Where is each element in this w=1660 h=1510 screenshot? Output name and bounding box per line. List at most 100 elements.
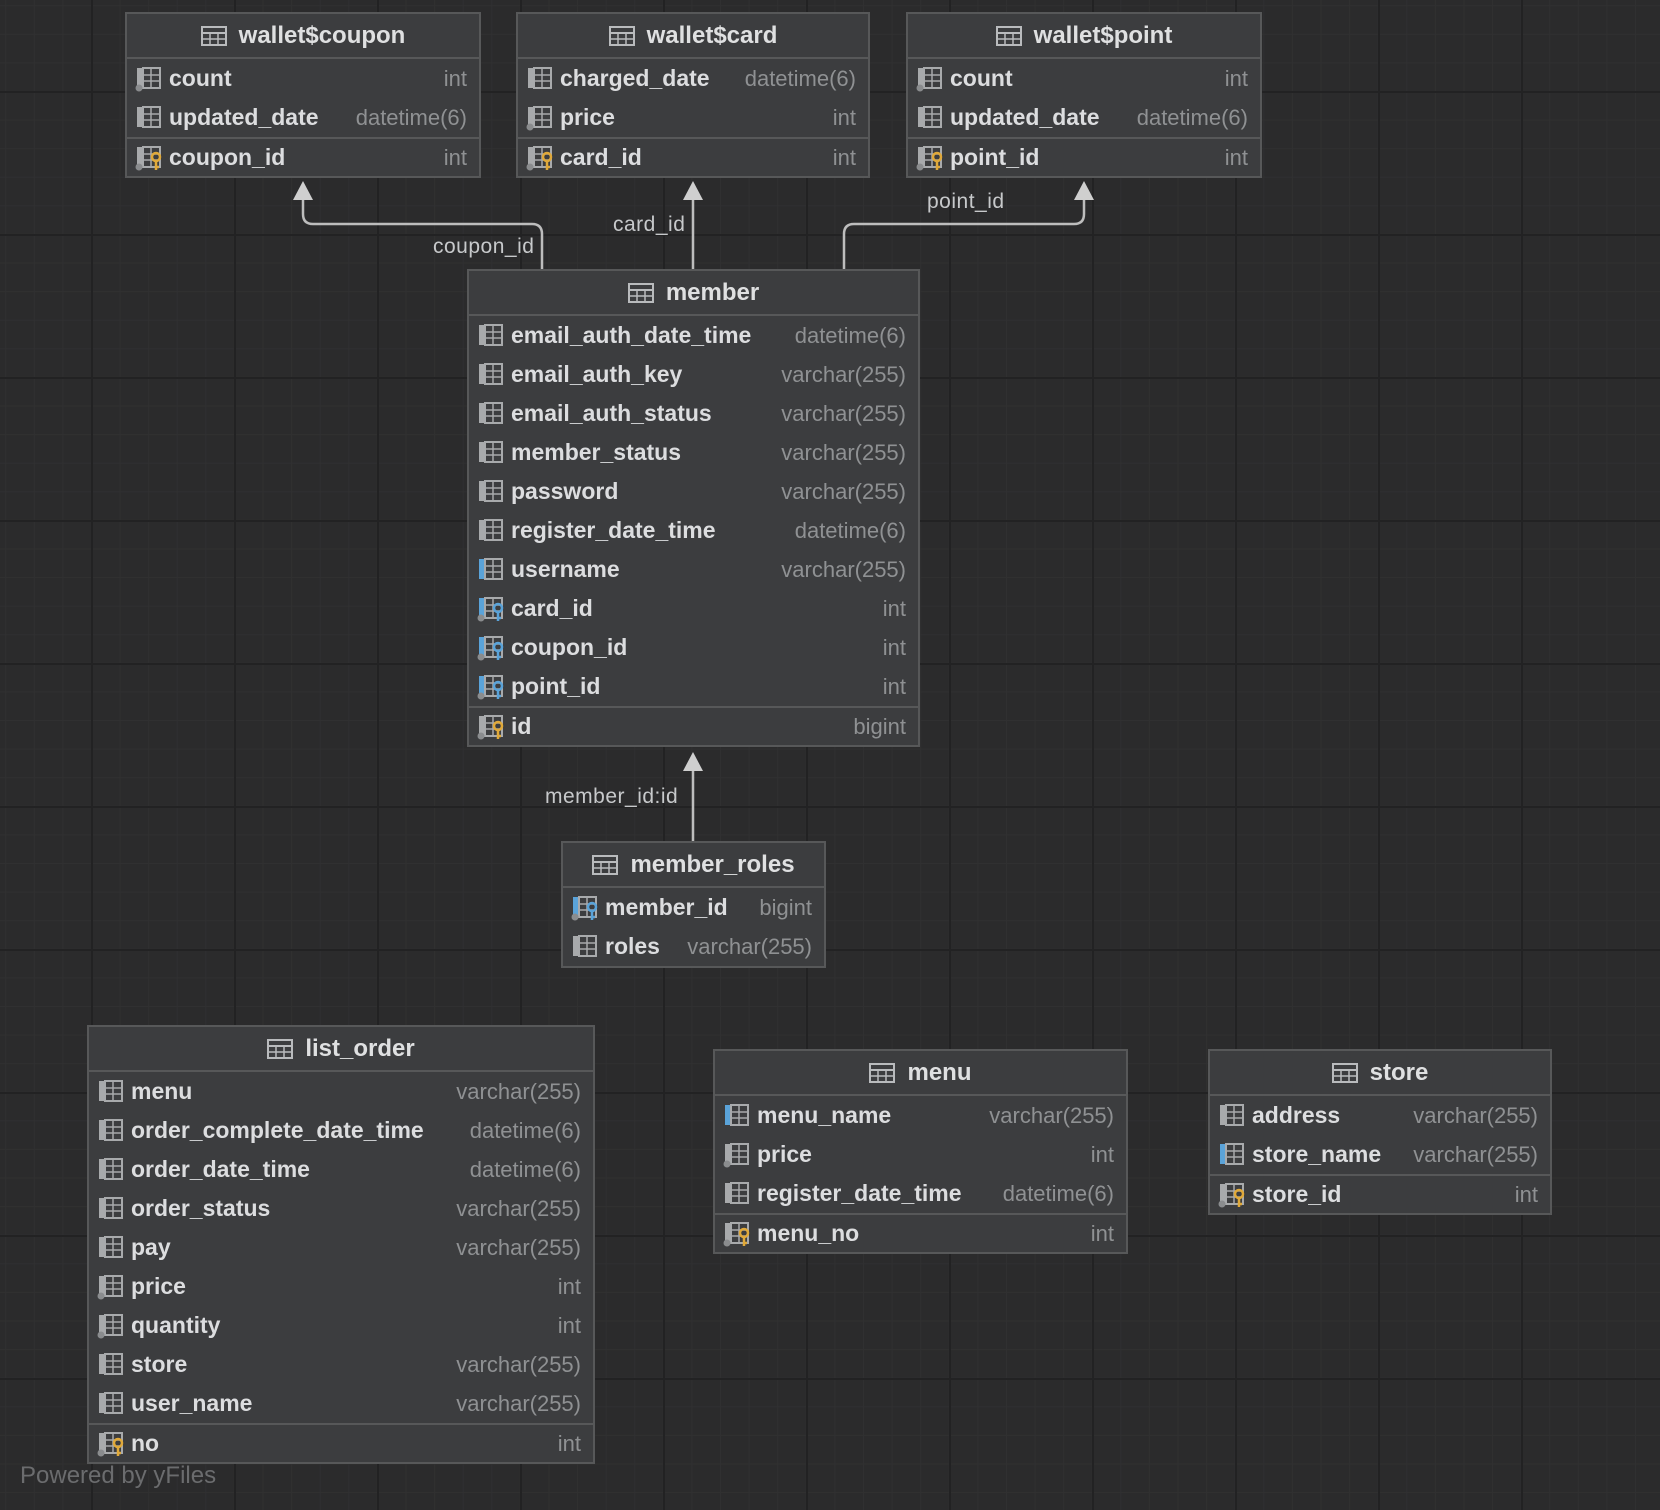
column-name: address (1252, 1102, 1341, 1128)
column-name: order_date_time (131, 1156, 310, 1182)
column-icon (526, 66, 560, 92)
column-name: email_auth_status (511, 400, 712, 426)
table-header[interactable]: wallet$coupon (127, 14, 479, 59)
primary-key-icon (526, 145, 560, 171)
table-icon (592, 854, 619, 875)
column-name: register_date_time (511, 517, 716, 543)
column-type: int (557, 1430, 581, 1456)
column-name: card_id (560, 144, 642, 170)
column-type: int (832, 144, 856, 170)
column-name: count (950, 65, 1013, 91)
column-row[interactable]: price int (89, 1267, 593, 1306)
table-header[interactable]: wallet$point (908, 14, 1260, 59)
watermark: Powered by yFiles (20, 1462, 217, 1489)
arrowhead-member (683, 752, 703, 771)
column-name: updated_date (950, 104, 1100, 130)
column-row[interactable]: email_auth_key varchar(255) (469, 355, 918, 394)
column-type: varchar(255) (781, 478, 906, 504)
column-type: varchar(255) (1413, 1102, 1538, 1128)
primary-key-icon (477, 714, 511, 740)
table-icon (869, 1062, 896, 1083)
column-name: store (131, 1351, 188, 1377)
column-not-null-icon (916, 66, 950, 92)
table-header[interactable]: list_order (89, 1027, 593, 1072)
column-type: varchar(255) (781, 361, 906, 387)
column-name: price (560, 104, 615, 130)
column-name: pay (131, 1234, 171, 1260)
edge-label-coupon: coupon_id (433, 235, 535, 258)
column-icon (916, 105, 950, 131)
column-type: int (557, 1273, 581, 1299)
column-icon (723, 1181, 757, 1207)
table-title: wallet$card (646, 21, 778, 49)
column-not-null-icon (723, 1142, 757, 1168)
column-icon (477, 323, 511, 349)
column-row[interactable]: address varchar(255) (1210, 1096, 1550, 1135)
column-name: id (511, 713, 532, 739)
table-header[interactable]: member (469, 271, 918, 316)
arrowhead-point (1074, 181, 1094, 200)
primary-key-row[interactable]: card_id int (518, 137, 868, 176)
column-name: price (131, 1273, 186, 1299)
column-type: bigint (759, 894, 812, 920)
table-icon (608, 25, 635, 46)
primary-key-row[interactable]: id bigint (469, 706, 918, 745)
table-header[interactable]: store (1210, 1051, 1550, 1096)
column-type: datetime(6) (1002, 1180, 1114, 1206)
table-header[interactable]: menu (715, 1051, 1126, 1096)
column-name: email_auth_key (511, 361, 683, 387)
table-header[interactable]: wallet$card (518, 14, 868, 59)
column-name: updated_date (169, 104, 319, 130)
table-title: member (665, 278, 760, 306)
column-name: point_id (950, 144, 1040, 170)
column-type: varchar(255) (456, 1195, 581, 1221)
table-header[interactable]: member_roles (563, 843, 824, 888)
column-icon (477, 440, 511, 466)
column-type: bigint (853, 713, 906, 739)
primary-key-icon (1218, 1182, 1252, 1208)
column-type: varchar(255) (1413, 1141, 1538, 1167)
